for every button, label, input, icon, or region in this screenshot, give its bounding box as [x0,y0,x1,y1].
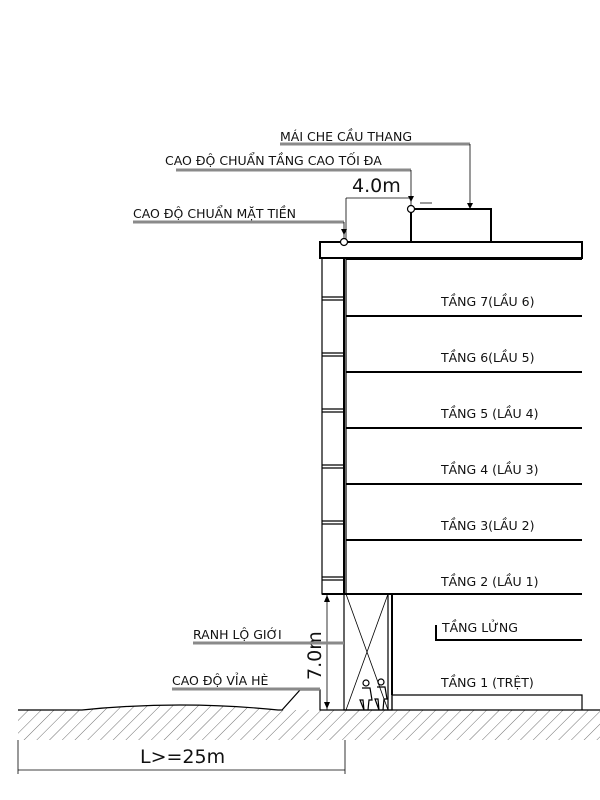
floor-label: TẦNG 4 (LẦU 3) [440,461,538,477]
floor-label: TẦNG 1 (TRỆT) [440,674,534,690]
mezzanine-slab [435,625,582,641]
floor-label: TẦNG 6(LẦU 5) [440,349,535,365]
stair-roof-callout: MÁI CHE CẦU THANG [280,128,473,209]
setback-line-callout: RANH LỘ GIỚI [193,627,344,645]
ground [18,689,600,740]
building-section [319,208,583,711]
balcony-rails [322,296,344,581]
floor-label: TẦNG 5 (LẦU 4) [440,405,538,421]
floor-labels: TẦNG 7(LẦU 6) TẦNG 6(LẦU 5) TẦNG 5 (LẦU … [440,293,538,690]
street-width-value: L>=25m [140,746,225,768]
ground-height-dimension: 7.0m [304,594,330,710]
stair-roof-label: MÁI CHE CẦU THANG [280,128,412,144]
floor-label: TẦNG 2 (LẦU 1) [440,573,538,589]
street-width-dimension: L>=25m [17,740,346,774]
person-figures [359,678,388,711]
roof-offset-dimension: 4.0m [345,175,432,242]
floor-slabs [322,258,582,595]
max-height-datum-label: CAO ĐỘ CHUẨN TẦNG CAO TỐI ĐA [165,152,382,168]
facade-datum-callout: CAO ĐỘ CHUẨN MẶT TIỀN [133,205,349,247]
facade-datum-label: CAO ĐỘ CHUẨN MẶT TIỀN [133,205,296,221]
sidewalk-datum-callout: CAO ĐỘ VỈA HÈ [172,672,320,691]
ground-height-value: 7.0m [304,631,326,680]
roof-offset-value: 4.0m [352,175,401,197]
floor-label: TẦNG 3(LẦU 2) [440,517,535,533]
max-height-datum-callout: CAO ĐỘ CHUẨN TẦNG CAO TỐI ĐA [165,152,416,214]
floor-label: TẦNG 7(LẦU 6) [440,293,535,309]
sidewalk-datum-label: CAO ĐỘ VỈA HÈ [172,672,269,688]
floor-label: TẦNG LỬNG [441,619,518,635]
setback-line-label: RANH LỘ GIỚI [193,627,282,642]
